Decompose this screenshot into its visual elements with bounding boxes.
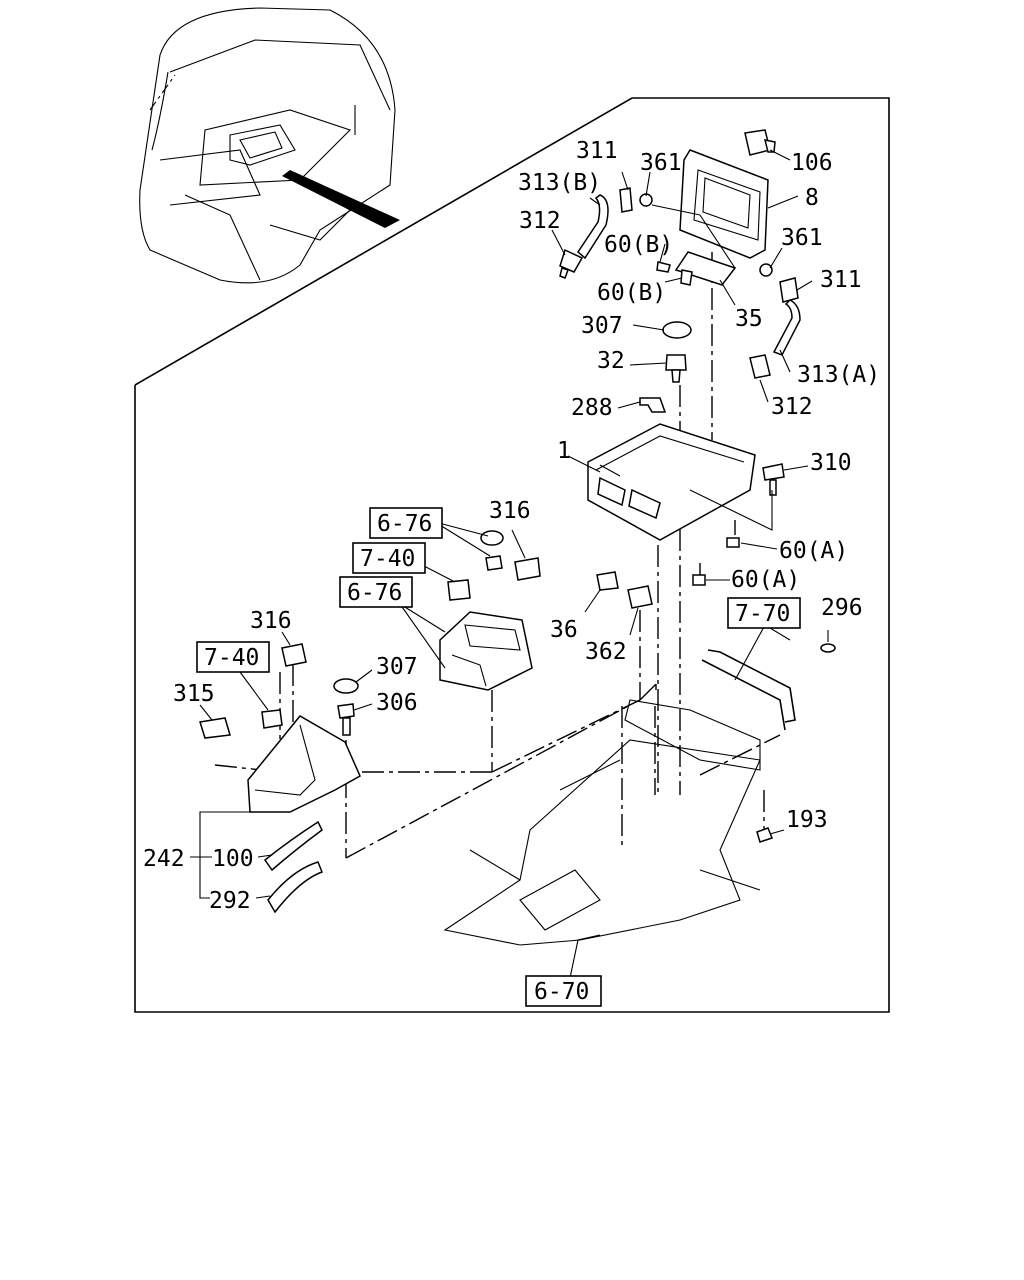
callout-312-right: 312 xyxy=(771,394,813,420)
leader-lines xyxy=(190,149,829,979)
part-106-clip xyxy=(744,129,776,156)
part-60a-screws xyxy=(692,537,740,586)
callout-316-left: 316 xyxy=(250,608,292,634)
part-35-bracket xyxy=(674,251,737,286)
callout-106: 106 xyxy=(791,150,833,176)
ref-box-7-40-a: 7-40 xyxy=(352,542,426,574)
ref-box-6-70: 6-70 xyxy=(525,975,602,1007)
callout-316-mid: 316 xyxy=(489,498,531,524)
callout-361-right: 361 xyxy=(781,225,823,251)
callout-292: 292 xyxy=(209,888,251,914)
callout-60a-1: 60(A) xyxy=(779,538,848,564)
ref-box-6-76-b: 6-76 xyxy=(339,576,413,608)
svg-text:7-40: 7-40 xyxy=(360,546,415,572)
callout-311-top: 311 xyxy=(576,138,618,164)
part-242-shift-console xyxy=(247,715,361,813)
part-7-70-bracket-bar xyxy=(701,649,796,731)
part-8-bezel-frame xyxy=(679,149,769,259)
ref-box-7-40-b: 7-40 xyxy=(196,641,270,673)
callout-242: 242 xyxy=(143,846,185,872)
callout-311-right: 311 xyxy=(820,267,862,293)
svg-text:7-70: 7-70 xyxy=(735,601,790,627)
svg-text:7-40: 7-40 xyxy=(204,645,259,671)
callout-362: 362 xyxy=(585,639,627,665)
callout-310: 310 xyxy=(810,450,852,476)
svg-text:6-76: 6-76 xyxy=(377,511,432,537)
callout-1: 1 xyxy=(557,438,571,464)
ref-box-6-76-a: 6-76 xyxy=(369,507,443,539)
part-362-clip xyxy=(627,585,653,609)
ref-box-7-70: 7-70 xyxy=(727,597,801,629)
callout-315: 315 xyxy=(173,681,215,707)
part-310-bolt xyxy=(762,463,785,496)
callout-100: 100 xyxy=(212,846,254,872)
callout-35: 35 xyxy=(735,306,763,332)
part-6-76-console-cover xyxy=(439,611,533,691)
callout-60b-1: 60(B) xyxy=(604,232,673,258)
part-316-307-306-middle xyxy=(447,530,541,601)
callout-36: 36 xyxy=(550,617,578,643)
part-1-overhead-console xyxy=(587,423,756,541)
callout-296: 296 xyxy=(821,595,863,621)
callout-361-top: 361 xyxy=(640,150,682,176)
detail-frame xyxy=(134,97,890,1013)
part-296-cap xyxy=(820,643,836,653)
callout-307-top: 307 xyxy=(581,313,623,339)
callout-312-top: 312 xyxy=(519,208,561,234)
part-307-cap xyxy=(662,321,692,339)
callout-60a-2: 60(A) xyxy=(731,567,800,593)
part-288-clip xyxy=(639,397,667,413)
callout-32: 32 xyxy=(597,348,625,374)
svg-text:6-76: 6-76 xyxy=(347,580,402,606)
part-100-292-trim xyxy=(263,820,323,914)
callout-8: 8 xyxy=(805,185,819,211)
part-32-fastener xyxy=(665,354,687,383)
part-36-fastener xyxy=(596,571,619,591)
part-193-nut xyxy=(756,827,773,843)
reference-boxes: 6-76 7-40 6-76 7-40 7-70 6-70 xyxy=(196,507,801,1007)
callout-labels: 106 8 311 361 313(B) 312 60(B) 361 311 6… xyxy=(143,138,880,914)
callout-313b: 313(B) xyxy=(518,170,601,196)
part-311-312-313-rods xyxy=(559,187,801,379)
part-316-307-306-left xyxy=(199,643,359,739)
callout-306: 306 xyxy=(376,690,418,716)
callout-288: 288 xyxy=(571,395,613,421)
callout-60b-2: 60(B) xyxy=(597,280,666,306)
callout-307-left: 307 xyxy=(376,654,418,680)
cab-overview-drawing xyxy=(139,7,400,284)
part-6-70-floor-tunnel xyxy=(443,699,761,946)
svg-text:6-70: 6-70 xyxy=(534,979,589,1005)
callout-313a: 313(A) xyxy=(797,362,880,388)
callout-193: 193 xyxy=(786,807,828,833)
